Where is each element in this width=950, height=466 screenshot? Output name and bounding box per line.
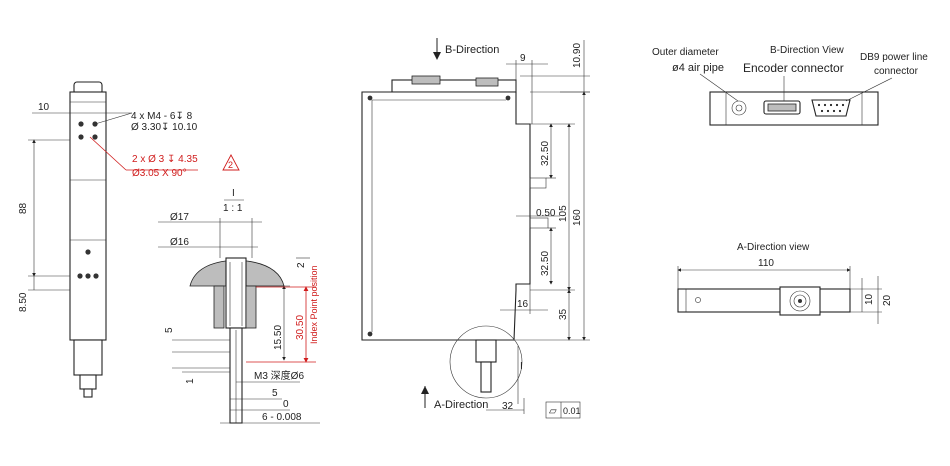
dim-8-50: 8.50 — [18, 292, 29, 312]
dim-110: 110 — [758, 258, 774, 269]
dim-15-50: 15.50 — [273, 325, 284, 350]
dia-17: Ø17 — [170, 212, 189, 223]
red-hole-note-1: 2 x Ø 3 ↧ 4.35 — [132, 154, 198, 165]
dim-0-bottom: 0 — [283, 399, 289, 410]
dim-35: 35 — [558, 308, 569, 320]
air-pipe-label: ø4 air pipe — [672, 62, 724, 74]
dim-32-50-top: 32.50 — [540, 141, 551, 166]
outer-diameter-label: Outer diameter — [652, 47, 719, 58]
revision-triangle-icon — [222, 154, 240, 171]
detail-marker: I — [520, 361, 523, 372]
index-point-label: Index Point position — [309, 265, 319, 344]
dim-tolerance: 6 - 0.008 — [262, 412, 302, 423]
b-direction-view: Outer diameter ø4 air pipe B-Direction V… — [652, 45, 928, 126]
hole-note-1: 4 x M4 - 6↧ 8 — [131, 111, 193, 122]
thread-note: M3 深度Ø6 — [254, 369, 304, 382]
hole-note-2: Ø 3.30↧ 10.10 — [131, 122, 198, 133]
b-direction-label: B-Direction — [445, 44, 499, 56]
revision-mark: 2 — [228, 160, 233, 170]
dim-0-50: 0.50 — [536, 208, 556, 219]
left-side-view: 10 88 8.50 4 x M4 - 6↧ 8 Ø 3.30↧ 10.10 2… — [18, 81, 240, 398]
db9-label-2: connector — [874, 66, 919, 77]
b-view-title: B-Direction View — [770, 45, 845, 56]
a-direction-label: A-Direction — [434, 399, 488, 411]
dim-9: 9 — [520, 53, 526, 64]
dim-16: 16 — [517, 299, 529, 310]
dim-30-50: 30.50 — [295, 315, 306, 340]
dim-5-detail: 5 — [164, 327, 175, 333]
dim-1-detail: 1 — [185, 378, 196, 384]
red-hole-note-2: Ø3.05 X 90° — [132, 168, 187, 179]
detail-view-i: I 1 : 1 Ø17 Ø16 5 1 15.50 3 — [158, 188, 320, 424]
dim-5-bottom: 5 — [272, 388, 278, 399]
dia-16: Ø16 — [170, 237, 189, 248]
dim-10-90: 10.90 — [572, 43, 583, 68]
dim-10-a: 10 — [864, 293, 875, 305]
dim-32: 32 — [502, 401, 514, 412]
detail-scale: 1 : 1 — [223, 203, 243, 214]
flatness-value: 0.01 — [563, 406, 581, 416]
db9-label-1: DB9 power line — [860, 52, 928, 63]
dim-32-50-bottom: 32.50 — [540, 251, 551, 276]
encoder-label: Encoder connector — [743, 61, 844, 75]
dim-160: 160 — [572, 209, 583, 226]
dim-88: 88 — [18, 202, 29, 214]
flatness-icon: ▱ — [549, 406, 557, 417]
dim-20-a: 20 — [882, 294, 893, 306]
a-view-title: A-Direction view — [737, 242, 810, 253]
dim-2-detail: 2 — [296, 262, 307, 268]
a-direction-view: A-Direction view 110 10 20 — [677, 242, 893, 324]
dim-10-left: 10 — [38, 102, 50, 113]
dim-105: 105 — [558, 205, 569, 222]
detail-label: I — [232, 188, 235, 199]
front-view: B-Direction I A-Direction 9 — [361, 38, 590, 419]
